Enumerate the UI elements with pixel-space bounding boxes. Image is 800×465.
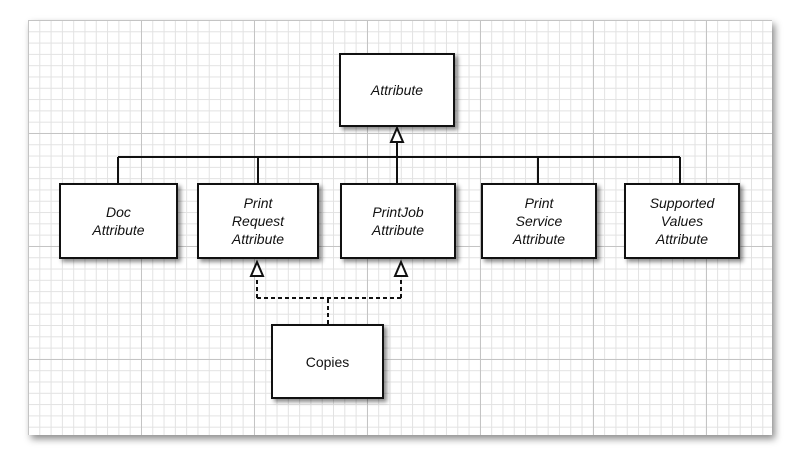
attribute-label: Attribute <box>370 82 424 98</box>
printjob-attribute-label: PrintJob Attribute <box>371 204 425 238</box>
supported-values-attribute-label: Supported Values Attribute <box>649 195 715 247</box>
print-request-realization-arrowhead <box>249 259 265 277</box>
copies-box: Copies <box>271 324 384 399</box>
print-request-attribute-label: Print Request Attribute <box>231 195 285 247</box>
inheritance-arrowhead <box>389 125 405 143</box>
printjob-realization-arrowhead <box>393 259 409 277</box>
print-service-attribute-label: Print Service Attribute <box>512 195 566 247</box>
supported-values-attribute-box: Supported Values Attribute <box>624 183 740 259</box>
doc-attribute-box: Doc Attribute <box>59 183 178 259</box>
print-service-attribute-box: Print Service Attribute <box>481 183 597 259</box>
copies-label: Copies <box>305 353 350 370</box>
print-request-attribute-box: Print Request Attribute <box>197 183 319 259</box>
printjob-attribute-box: PrintJob Attribute <box>340 183 456 259</box>
doc-attribute-label: Doc Attribute <box>92 204 145 238</box>
attribute-box: Attribute <box>339 53 455 127</box>
